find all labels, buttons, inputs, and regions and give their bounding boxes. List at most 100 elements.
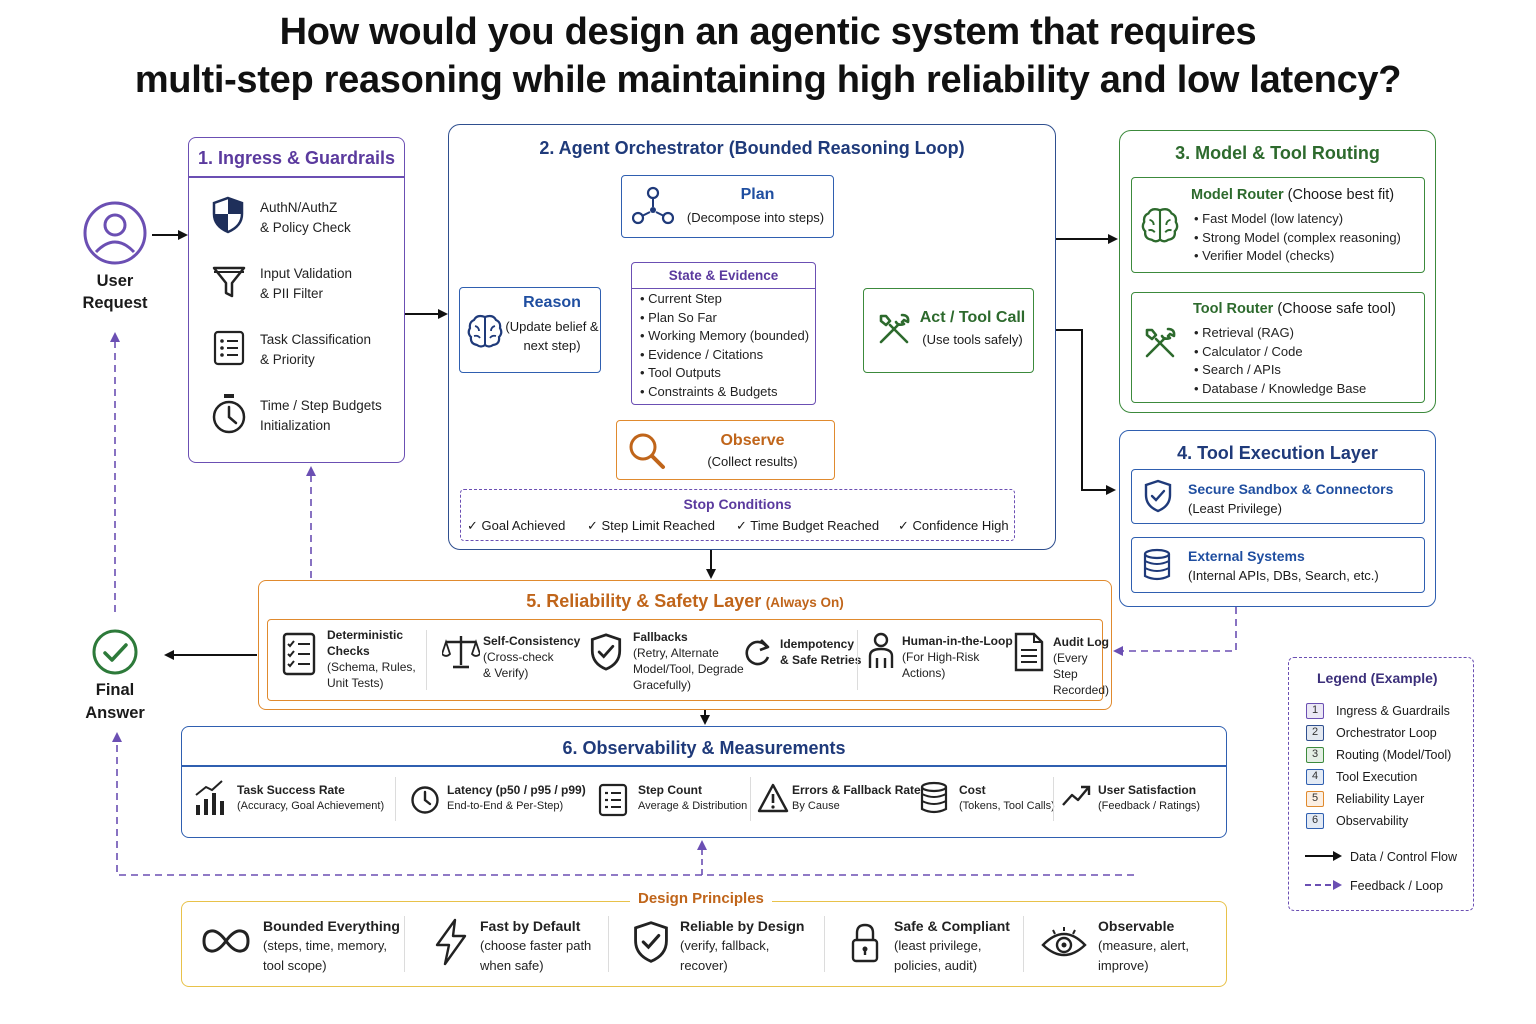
reliability-6-line: (Every Step	[1053, 651, 1088, 681]
principle-2-line: (choose faster path	[480, 938, 592, 953]
model-router-item: Fast Model (low latency)	[1194, 210, 1401, 229]
tool-router-box: Tool Router (Choose safe tool) Retrieval…	[1131, 292, 1425, 403]
observe-subtitle: (Collect results)	[707, 454, 798, 469]
bar-chart-icon	[194, 779, 226, 817]
shield-check-icon	[1144, 479, 1172, 513]
principle-4-line: policies, audit)	[894, 958, 978, 973]
state-item: Evidence / Citations	[640, 346, 809, 365]
reliability-5-line: (For High-Risk	[902, 650, 980, 664]
act-title: Act / Tool Call	[919, 309, 1026, 326]
ingress-panel: 1. Ingress & Guardrails AuthN/AuthZ & Po…	[188, 137, 405, 463]
metric-5-detail: (Tokens, Tool Calls)	[959, 800, 1055, 812]
stop-item: ✓ Confidence High	[898, 518, 1009, 533]
principle-3-title: Reliable by Design	[680, 918, 805, 934]
state-item: Working Memory (bounded)	[640, 327, 809, 346]
dashed-arrow-icon	[1305, 879, 1343, 891]
observe-title: Observe	[720, 432, 785, 449]
metric-4-title: Errors & Fallback Rate	[792, 783, 921, 797]
reason-title: Reason	[523, 294, 581, 311]
tools-icon	[1142, 325, 1178, 361]
principle-3-line: (verify, fallback,	[680, 938, 770, 953]
final-label-2: Answer	[85, 704, 145, 722]
legend-dashed-label: Feedback / Loop	[1350, 879, 1444, 893]
legend-swatch: 5	[1306, 791, 1324, 807]
scale-icon	[442, 634, 480, 670]
legend-label: Observability	[1336, 814, 1409, 828]
padlock-icon	[850, 922, 880, 964]
routing-title: 3. Model & Tool Routing	[1175, 143, 1380, 163]
shield-check-icon	[590, 632, 622, 672]
clock-icon	[410, 785, 440, 815]
plan-title: Plan	[740, 186, 775, 203]
final-label-1: Final	[95, 681, 135, 699]
metric-5-title: Cost	[959, 783, 986, 797]
tool-router-item: Database / Knowledge Base	[1194, 380, 1366, 399]
legend-swatch: 4	[1306, 769, 1324, 785]
reliability-3-line: (Retry, Alternate	[633, 646, 719, 660]
act-node: Act / Tool Call (Use tools safely)	[863, 288, 1034, 373]
sandbox-subtitle: (Least Privilege)	[1188, 501, 1282, 516]
ingress-item-3-line-1: Task Classification	[260, 332, 372, 347]
external-title: External Systems	[1188, 548, 1305, 564]
title-line-2: multi-step reasoning while maintaining h…	[134, 59, 1402, 101]
model-router-item: Verifier Model (checks)	[1194, 247, 1401, 266]
metric-4-detail: By Cause	[792, 800, 840, 812]
reliability-5-line: Actions)	[902, 666, 946, 680]
reason-node: Reason (Update belief & next step)	[459, 287, 601, 373]
tool-router-hint: (Choose safe tool)	[1277, 301, 1396, 317]
reliability-hint: (Always On)	[765, 595, 844, 610]
reliability-6-line: Recorded)	[1053, 683, 1110, 697]
model-router-box: Model Router (Choose best fit) Fast Mode…	[1131, 177, 1425, 273]
eye-icon	[1041, 925, 1087, 961]
title-line-1: How would you design an agentic system t…	[279, 11, 1257, 53]
person-icon	[868, 632, 894, 670]
plan-subtitle: (Decompose into steps)	[686, 210, 825, 225]
trend-icon	[1061, 783, 1091, 809]
retry-icon	[741, 637, 773, 669]
feedback-execution-to-reliability	[1113, 607, 1237, 656]
state-item: Current Step	[640, 290, 809, 309]
state-item: Plan So Far	[640, 309, 809, 328]
reliability-items-box: Deterministic Checks (Schema, Rules, Uni…	[267, 619, 1109, 701]
tool-router-item: Calculator / Code	[1194, 343, 1366, 362]
state-list: Current Step Plan So Far Working Memory …	[640, 290, 809, 402]
metric-6-title: User Satisfaction	[1098, 783, 1197, 797]
principle-1-line: (steps, time, memory,	[263, 938, 388, 953]
observability-panel: 6. Observability & Measurements Task Suc…	[181, 726, 1227, 838]
observe-node: Observe (Collect results)	[616, 420, 835, 480]
legend-label: Orchestrator Loop	[1336, 726, 1437, 740]
solid-arrow-icon	[1305, 850, 1343, 862]
legend-label: Reliability Layer	[1336, 792, 1425, 806]
legend-swatch: 2	[1306, 725, 1324, 741]
stopwatch-icon	[210, 393, 248, 435]
reliability-1-line: Deterministic	[327, 628, 404, 642]
reliability-2-line: Self-Consistency	[483, 634, 581, 648]
reliability-2-line: & Verify)	[483, 666, 529, 680]
metric-2-detail: End-to-End & Per-Step)	[447, 800, 564, 812]
ingress-item-1-line-2: & Policy Check	[260, 220, 351, 235]
stop-conditions-box: Stop Conditions ✓ Goal Achieved ✓ Step L…	[460, 489, 1015, 541]
principle-4-line: (least privilege,	[894, 938, 982, 953]
stop-item: ✓ Time Budget Reached	[736, 518, 880, 533]
warning-icon	[757, 783, 789, 813]
legend-label: Ingress & Guardrails	[1336, 704, 1450, 718]
reliability-5-line: Human-in-the-Loop	[902, 634, 1013, 648]
tool-router-list: Retrieval (RAG) Calculator / Code Search…	[1194, 324, 1366, 398]
metric-3-title: Step Count	[638, 783, 702, 797]
principle-5-title: Observable	[1098, 918, 1175, 934]
ingress-item-2-line-1: Input Validation	[260, 266, 353, 281]
principle-5-line: improve)	[1098, 958, 1149, 973]
coins-icon	[920, 781, 948, 815]
external-systems-box: External Systems (Internal APIs, DBs, Se…	[1131, 537, 1425, 593]
principles-title: Design Principles	[630, 890, 772, 907]
reliability-3-line: Fallbacks	[633, 630, 688, 644]
model-router-title: Model Router	[1191, 187, 1284, 203]
orchestrator-title: 2. Agent Orchestrator (Bounded Reasoning…	[539, 138, 965, 158]
lightning-icon	[433, 918, 469, 966]
ingress-item-4-line-2: Initialization	[260, 418, 331, 433]
legend-title: Legend (Example)	[1317, 670, 1438, 686]
list-icon	[598, 783, 628, 817]
reliability-3-line: Gracefully)	[633, 678, 692, 692]
ingress-item-1-line-1: AuthN/AuthZ	[260, 200, 338, 215]
